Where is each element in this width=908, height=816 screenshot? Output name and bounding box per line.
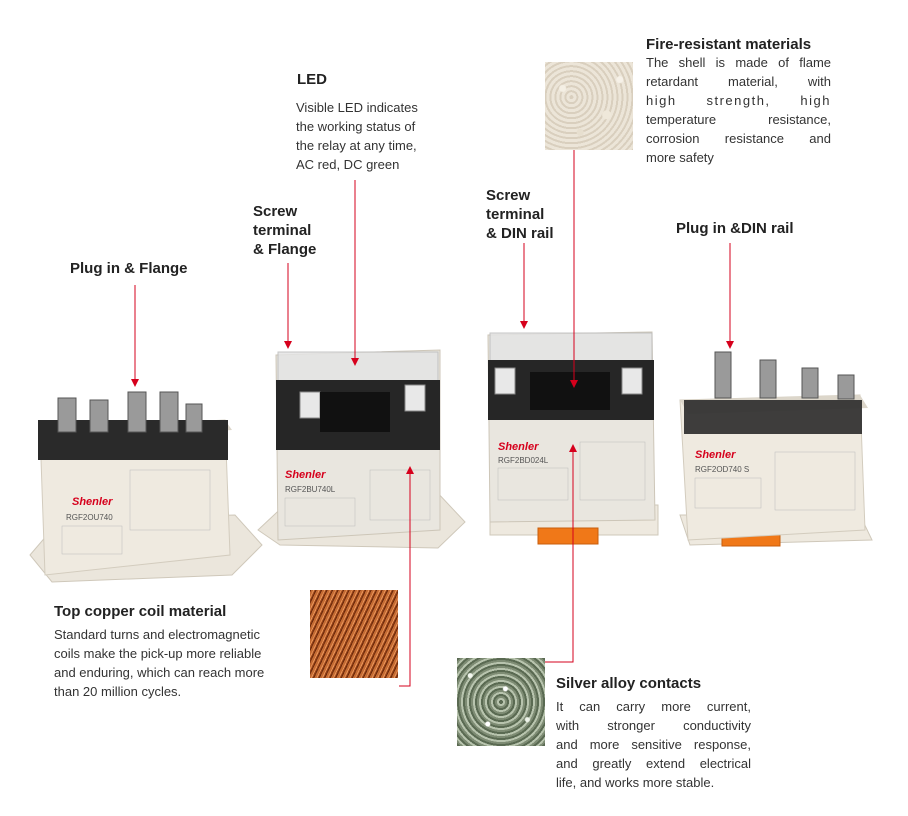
relay-brand: Shenler	[72, 496, 113, 508]
label-screw-din-line2: terminal	[486, 206, 545, 223]
led-line: the relay at any time,	[296, 138, 417, 153]
relay-brand: Shenler	[695, 449, 736, 461]
fire-line: high strength, high	[646, 93, 831, 108]
relay-model: RGF2OD740 S	[695, 465, 749, 474]
copper-line: coils make the pick-up more reliable	[54, 646, 262, 661]
silver-description: It can carry more current, with stronger…	[556, 697, 751, 792]
arrow-copper	[399, 466, 414, 687]
label-screw-flange-line1: Screw	[253, 203, 298, 220]
label-screw-flange: Screw terminal & Flange	[253, 202, 316, 259]
led-line: Visible LED indicates	[296, 100, 418, 115]
fire-line: The shell is made of flame	[646, 55, 831, 70]
relay-plug-din: Shenler RGF2OD740 S	[679, 351, 873, 547]
fire-line: temperature resistance,	[646, 112, 831, 127]
led-title: LED	[297, 71, 327, 88]
copper-description: Standard turns and electromagnetic coils…	[54, 625, 304, 701]
arrow-silver	[545, 444, 577, 663]
label-screw-din-line3: & DIN rail	[486, 225, 554, 242]
fire-line: corrosion resistance and	[646, 131, 831, 146]
copper-line: Standard turns and electromagnetic	[54, 627, 260, 642]
relay-screw-flange: Shenler RGF2BU740L	[257, 349, 466, 549]
relay-brand: Shenler	[498, 441, 539, 453]
copper-line: and enduring, which can reach more	[54, 665, 265, 680]
silver-line: It can carry more current,	[556, 699, 751, 714]
relay-plug-flange: Shenler RGF2OU740	[29, 391, 263, 583]
silver-line: and more sensitive response,	[556, 737, 751, 752]
fire-title: Fire-resistant materials	[646, 36, 812, 53]
relay-brand: Shenler	[285, 469, 326, 481]
copper-title: Top copper coil material	[54, 603, 227, 620]
silver-line: life, and works more stable.	[556, 775, 715, 790]
led-line: AC red, DC green	[296, 157, 400, 172]
silver-title: Silver alloy contacts	[556, 675, 702, 692]
relay-model: RGF2BU740L	[285, 485, 336, 494]
label-plug-din: Plug in &DIN rail	[676, 220, 794, 237]
label-plug-flange: Plug in & Flange	[70, 260, 188, 277]
silver-line: with stronger conductivity	[556, 718, 751, 733]
copper-coil-image	[310, 590, 398, 678]
silver-alloy-image	[457, 658, 545, 746]
fire-line: retardant material, with	[646, 74, 831, 89]
relay-screw-din: Shenler RGF2BD024L	[487, 331, 659, 545]
relay-model: RGF2BD024L	[498, 456, 549, 465]
led-line: the working status of	[296, 119, 416, 134]
fire-line: more safety	[646, 150, 714, 165]
copper-line: than 20 million cycles.	[54, 684, 182, 699]
label-screw-din: Screw terminal & DIN rail	[486, 186, 554, 243]
fire-description: The shell is made of flame retardant mat…	[646, 53, 831, 167]
label-screw-flange-line3: & Flange	[253, 241, 317, 258]
relay-model: RGF2OU740	[66, 513, 113, 522]
silver-line: and greatly extend electrical	[556, 756, 751, 771]
led-description: Visible LED indicates the working status…	[296, 98, 446, 174]
label-screw-din-line1: Screw	[486, 187, 531, 204]
label-screw-flange-line2: terminal	[253, 222, 312, 239]
fire-material-image	[545, 62, 633, 150]
